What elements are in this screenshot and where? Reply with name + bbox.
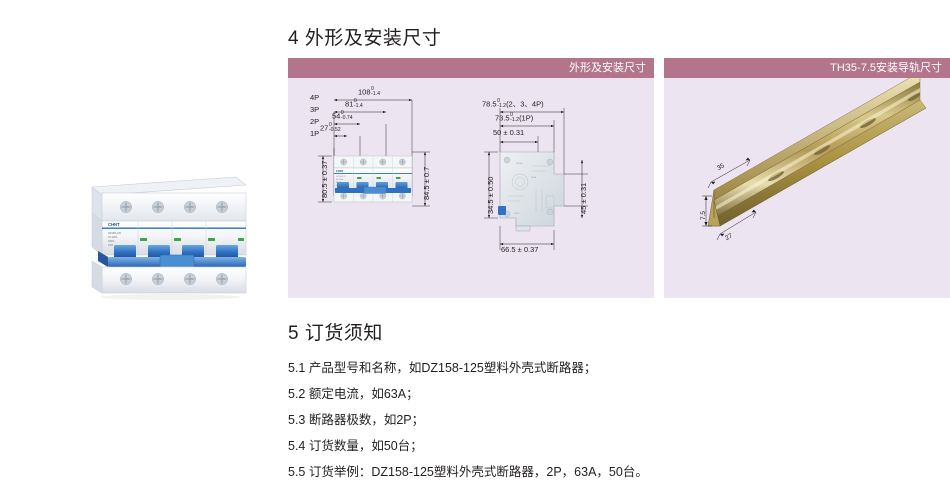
rail-panel-header: TH35-7.5安装导轨尺寸 (664, 58, 950, 78)
ordering-item: 5.1 产品型号和名称，如DZ158-125塑料外壳式断路器； (288, 361, 597, 375)
pole-label-3p: 3P (310, 105, 320, 114)
rail-panel-body: 35 7.5 27 (664, 78, 950, 298)
outline-panel-body: CHNT DZ158-125 IN 125A 400V~ C63 (288, 78, 654, 298)
outline-dimension-drawing: CHNT DZ158-125 IN 125A 400V~ C63 (318, 98, 588, 250)
dim-height-front-right: 84.5 ± 0.7 (422, 166, 431, 200)
outline-dimension-panel: 外形及安装尺寸 (288, 58, 654, 298)
product-photo: CHNT DZ158-125 IN 125A 400V~ C63 (78, 165, 258, 305)
svg-text:IN 125A: IN 125A (108, 235, 118, 239)
dim-height-side-left: 34.5 ± 0.50 (486, 176, 495, 214)
svg-text:125A: 125A (531, 176, 536, 179)
ordering-notes-list: 5.1 产品型号和名称，如DZ158-125塑料外壳式断路器； 5.2 额定电流… (288, 355, 908, 485)
svg-text:CHNT: CHNT (108, 222, 120, 227)
ordering-item: 5.3 断路器极数，如2P； (288, 413, 425, 427)
dim-height-side-right: 45 ± 0.31 (579, 182, 588, 214)
dim-depth-bottom: 66.5 ± 0.37 (501, 245, 539, 254)
section-heading-ordering: 5 订货须知 (288, 323, 383, 344)
svg-text:400V~: 400V~ (514, 213, 521, 215)
ordering-item: 5.4 订货数量，如50台； (288, 439, 423, 453)
pole-label-2p: 2P (310, 117, 320, 126)
dim-depth-mid: 50 ± 0.31 (493, 128, 525, 137)
rail-dim-height: 7.5 (700, 210, 707, 220)
svg-text:400V~: 400V~ (108, 239, 116, 243)
ordering-item: 5.2 额定电流，如63A； (288, 387, 419, 401)
rail-dimension-panel: TH35-7.5安装导轨尺寸 (664, 58, 950, 298)
outline-panel-header: 外形及安装尺寸 (288, 58, 654, 78)
svg-text:CHNT: CHNT (336, 169, 344, 173)
pole-label-1p: 1P (310, 129, 320, 138)
ordering-item: 5.5 订货举例：DZ158-125塑料外壳式断路器，2P，63A，50台。 (288, 465, 648, 479)
din-rail-drawing (702, 78, 927, 241)
svg-text:DZ158: DZ158 (516, 163, 523, 165)
dim-height-front-left: 80.5 ± 0.37 (320, 160, 329, 198)
svg-text:DZ158-125: DZ158-125 (108, 231, 122, 235)
section-heading-dimensions: 4 外形及安装尺寸 (288, 28, 442, 49)
svg-text:IN 125A: IN 125A (336, 178, 344, 181)
circuit-breaker-illustration: CHNT DZ158-125 IN 125A 400V~ C63 (91, 176, 247, 300)
pole-label-4p: 4P (310, 93, 320, 102)
svg-text:C63: C63 (108, 243, 113, 247)
svg-text:DZ158-125: DZ158-125 (336, 176, 345, 178)
